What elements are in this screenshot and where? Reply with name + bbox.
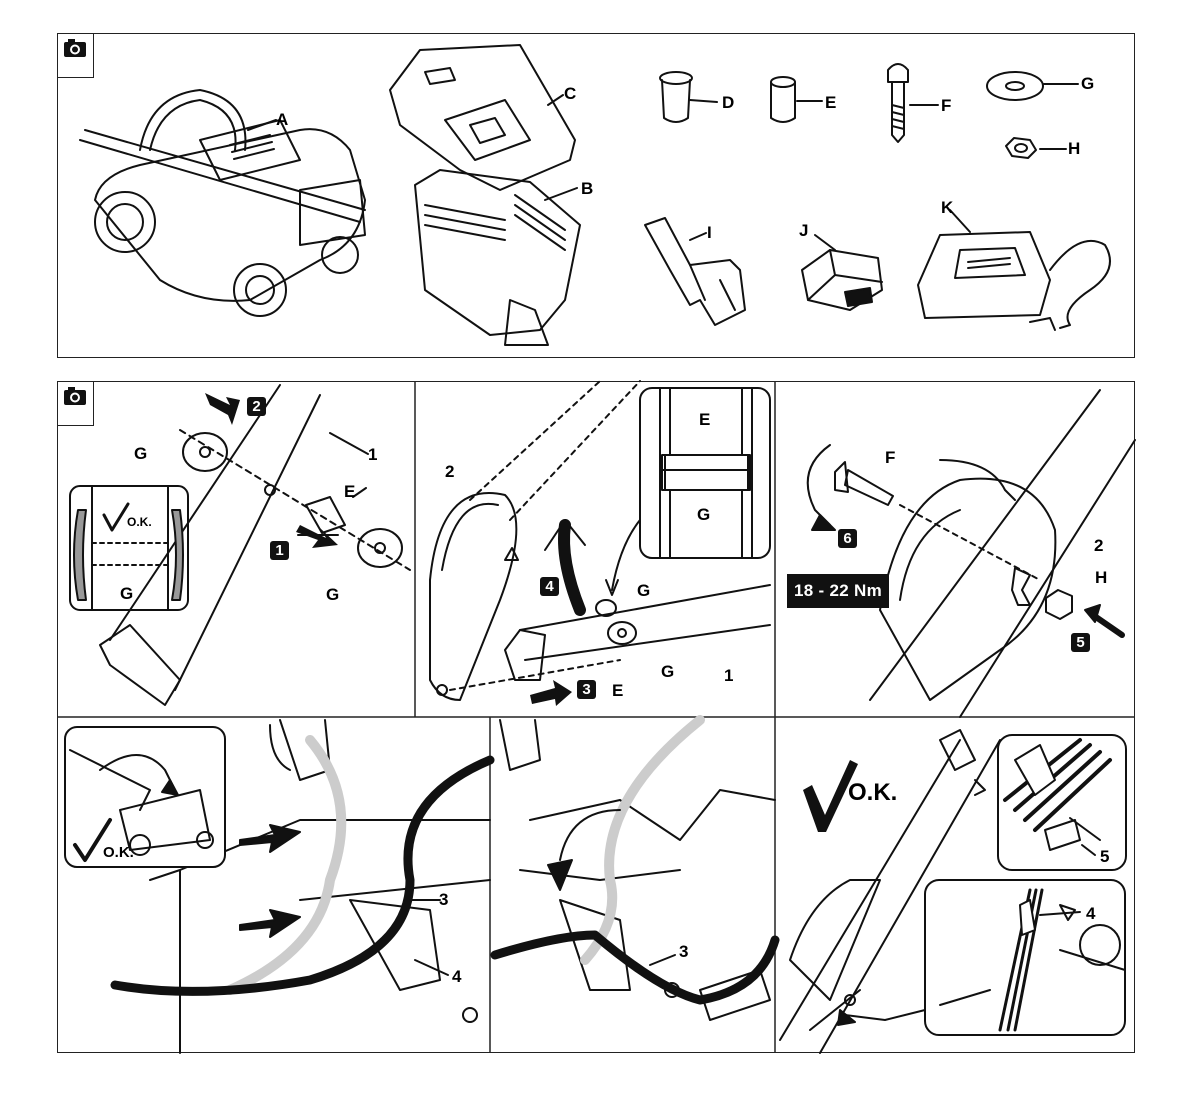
step2-inset-label-E: E	[699, 411, 710, 428]
step6-label-5: 5	[1100, 848, 1109, 865]
step2-drawing	[430, 381, 770, 700]
step2-label-2: 2	[445, 463, 454, 480]
step1-ok-text: O.K.	[127, 515, 152, 529]
step-badge-6: 6	[838, 529, 857, 548]
step4-drawing	[65, 720, 490, 1053]
step1-label-1: 1	[368, 446, 377, 463]
step1-inset-label-G: G	[120, 585, 133, 602]
step6-ok-text: O.K.	[848, 779, 897, 807]
step4-label-3: 3	[439, 891, 448, 908]
step-badge-5: 5	[1071, 633, 1090, 652]
step2-label-G-bottom: G	[661, 663, 674, 680]
step1-label-E: E	[344, 483, 355, 500]
step2-inset-label-G: G	[697, 506, 710, 523]
step-badge-4: 4	[540, 577, 559, 596]
step3-label-F: F	[885, 449, 895, 466]
push-arrow-icon	[205, 393, 572, 706]
step5-drawing	[495, 720, 775, 1020]
step1-drawing	[70, 385, 410, 705]
step3-label-H: H	[1095, 569, 1107, 586]
step2-label-E: E	[612, 682, 623, 699]
step2-label-1: 1	[724, 667, 733, 684]
torque-value-badge: 18 - 22 Nm	[787, 574, 889, 608]
step-badge-1: 1	[270, 541, 289, 560]
step6-label-4: 4	[1086, 905, 1095, 922]
step6-drawing	[780, 730, 1126, 1053]
step1-label-G-left: G	[134, 445, 147, 462]
step4-label-4: 4	[452, 968, 461, 985]
step1-label-G-right: G	[326, 586, 339, 603]
step3-drawing	[808, 390, 1135, 717]
step5-label-3: 3	[679, 943, 688, 960]
step-badge-3: 3	[577, 680, 596, 699]
step2-label-G-top: G	[637, 582, 650, 599]
step3-label-2: 2	[1094, 537, 1103, 554]
step-badge-2: 2	[247, 397, 266, 416]
step4-ok-text: O.K.	[103, 844, 134, 861]
